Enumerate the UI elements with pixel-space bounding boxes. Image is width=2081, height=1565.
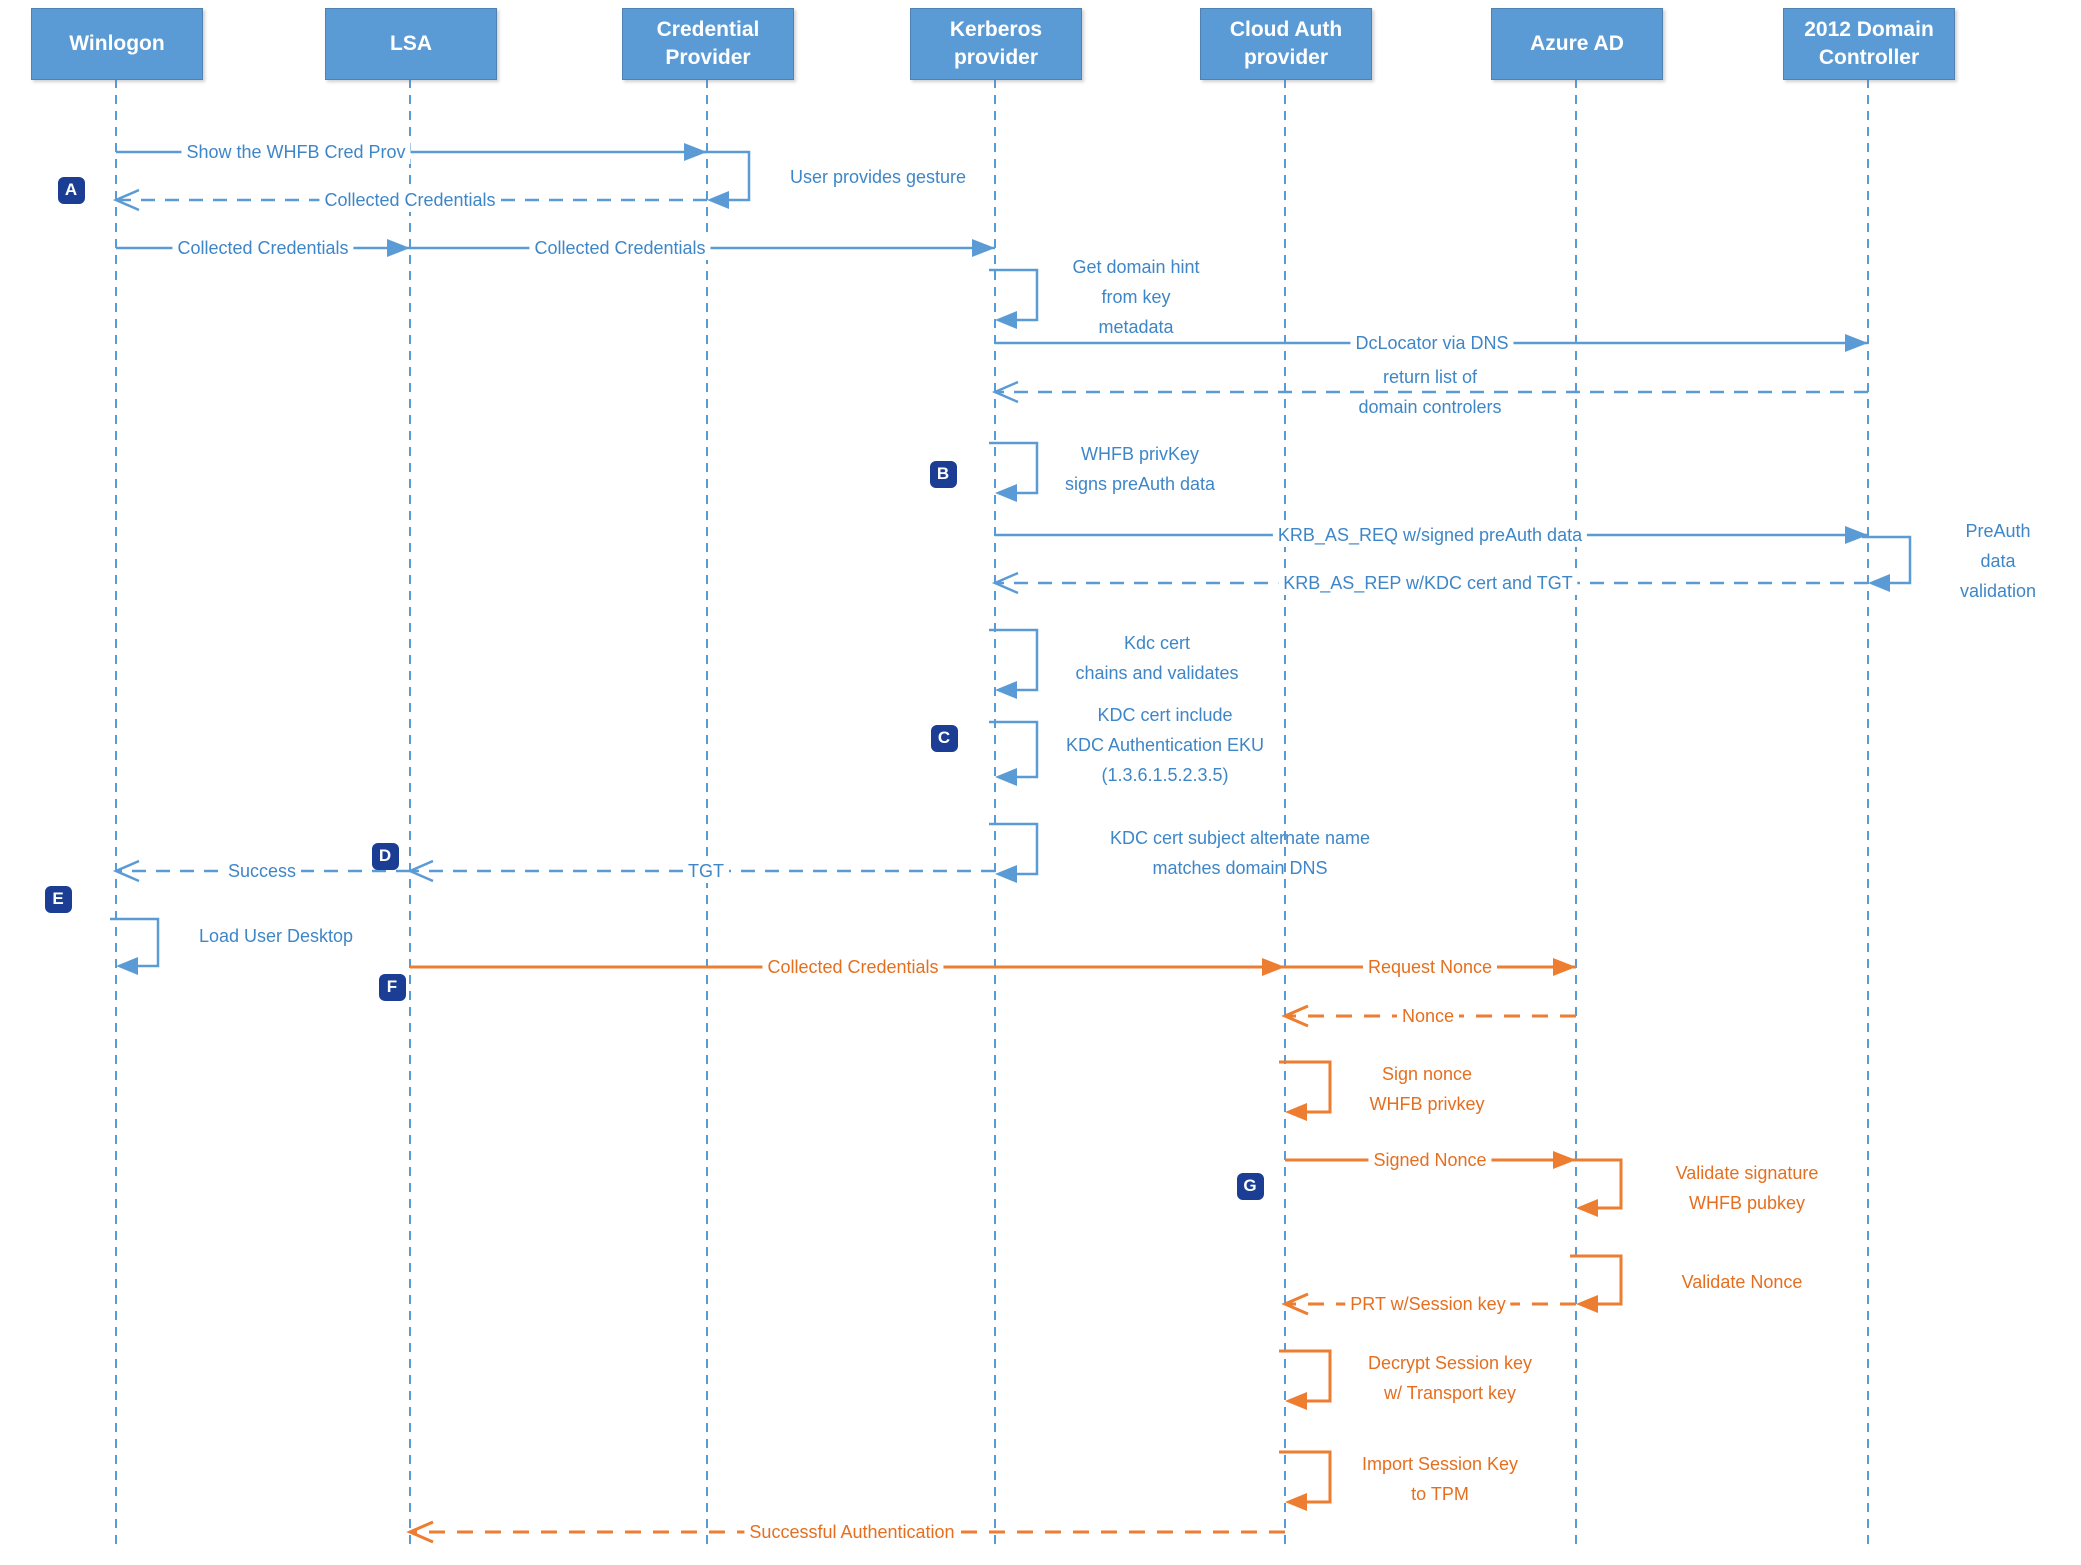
message-label-krb-as-rep-w-kdc-cert-and-tgt: KRB_AS_REP w/KDC cert and TGT (1278, 571, 1578, 595)
actor-cloud-auth-provider: Cloud Auth provider (1200, 8, 1372, 80)
actor-label: Azure AD (1530, 32, 1624, 55)
message-label-user-provides-gesture: User provides gesture (789, 167, 967, 187)
arrowhead-import-session-key-to-tpm (1285, 1493, 1307, 1511)
message-label-preauth-data-validation: PreAuth data validation (1959, 521, 2037, 601)
step-marker-G: G (1236, 1172, 1264, 1200)
step-marker-label: C (937, 728, 951, 747)
self-message-validate-nonce (1570, 1254, 1623, 1306)
message-label-load-user-desktop: Load User Desktop (198, 926, 354, 946)
message-label-nonce: Nonce (1396, 1004, 1460, 1028)
self-message-preauth-data-validation (1862, 535, 1912, 585)
message-label-sign-nonce-whfb-privkey: Sign nonce WHFB privkey (1369, 1064, 1485, 1114)
arrowhead-collected-credentials (972, 239, 995, 257)
arrowhead-kdc-cert-include-kdc-authentication-eku-1-3-6-1-5-2-3-5 (995, 768, 1017, 786)
message-label-request-nonce: Request Nonce (1362, 955, 1498, 979)
arrowhead-request-nonce (1553, 958, 1576, 976)
message-label-show-the-whfb-cred-prov: Show the WHFB Cred Prov (181, 140, 411, 164)
step-marker-B: B (929, 460, 957, 488)
step-marker-D: D (371, 842, 399, 870)
actor-2012-domain-controller: 2012 Domain Controller (1783, 8, 1955, 80)
message-label-collected-credentials: Collected Credentials (529, 236, 711, 260)
self-message-kdc-cert-include-kdc-authentication-eku-1-3-6-1-5-2-3-5 (989, 720, 1039, 779)
arrowhead-get-domain-hint-from-key-metadata (995, 311, 1017, 329)
message-label-signed-nonce: Signed Nonce (1368, 1148, 1492, 1172)
message-label-tgt: TGT (683, 859, 729, 883)
step-marker-label: B (936, 464, 950, 483)
message-label-kdc-cert-include-kdc-authentication-eku-1-3-6-1-5-2-3-5: KDC cert include KDC Authentication EKU … (1065, 705, 1265, 785)
actor-label: Kerberos provider (949, 18, 1043, 69)
actor-label: Winlogon (69, 32, 165, 55)
arrowhead-success (112, 859, 140, 883)
message-label-kdc-cert-subject-alternate-name-matches-domain-dns: KDC cert subject alternate name matches … (1109, 828, 1371, 878)
step-marker-E: E (44, 885, 72, 913)
self-message-sign-nonce-whfb-privkey (1279, 1060, 1332, 1114)
arrowhead-show-the-whfb-cred-prov (684, 143, 707, 161)
message-label-validate-signature-whfb-pubkey: Validate signature WHFB pubkey (1675, 1163, 1819, 1213)
message-label-dclocator-via-dns: DcLocator via DNS (1350, 331, 1514, 355)
step-marker-label: F (386, 977, 398, 996)
arrowhead-preauth-data-validation (1868, 574, 1890, 592)
message-label-return-list-of-domain-controlers: return list of domain controlers (1358, 367, 1502, 417)
message-label-decrypt-session-key-w-transport-key: Decrypt Session key w/ Transport key (1367, 1353, 1533, 1403)
actor-credential-provider: Credential Provider (622, 8, 794, 80)
arrowhead-collected-credentials (387, 239, 410, 257)
actor-azure-ad: Azure AD (1491, 8, 1663, 80)
step-marker-C: C (930, 724, 958, 752)
message-label-whfb-privkey-signs-preauth-data: WHFB privKey signs preAuth data (1064, 444, 1216, 494)
arrowhead-signed-nonce (1553, 1151, 1576, 1169)
step-marker-A: A (57, 176, 85, 204)
message-label-krb-as-req-w-signed-preauth-data: KRB_AS_REQ w/signed preAuth data (1272, 523, 1588, 547)
arrowhead-whfb-privkey-signs-preauth-data (995, 484, 1017, 502)
arrowhead-krb-as-req-w-signed-preauth-data (1845, 526, 1868, 544)
arrowhead-collected-credentials (112, 188, 140, 212)
arrowhead-prt-w-session-key (1281, 1292, 1309, 1316)
actor-label: LSA (390, 32, 432, 55)
arrowhead-collected-credentials (1262, 958, 1285, 976)
step-marker-label: D (378, 846, 392, 865)
actor-label: 2012 Domain Controller (1804, 18, 1934, 69)
arrowhead-load-user-desktop (116, 957, 138, 975)
arrowhead-nonce (1281, 1004, 1309, 1028)
step-marker-label: A (64, 180, 78, 199)
message-label-prt-w-session-key: PRT w/Session key (1345, 1292, 1511, 1316)
self-message-kdc-cert-chains-and-validates (989, 628, 1039, 692)
actor-winlogon: Winlogon (31, 8, 203, 80)
self-message-kdc-cert-subject-alternate-name-matches-domain-dns (989, 822, 1039, 876)
arrowhead-return-list-of-domain-controlers (991, 380, 1019, 404)
arrowhead-validate-nonce (1576, 1295, 1598, 1313)
self-message-import-session-key-to-tpm (1279, 1450, 1332, 1504)
self-message-load-user-desktop (110, 917, 160, 968)
arrowhead-kdc-cert-subject-alternate-name-matches-domain-dns (995, 865, 1017, 883)
arrowhead-krb-as-rep-w-kdc-cert-and-tgt (991, 571, 1019, 595)
actor-label: Cloud Auth provider (1229, 18, 1343, 69)
step-marker-F: F (378, 973, 406, 1001)
arrowhead-kdc-cert-chains-and-validates (995, 681, 1017, 699)
step-marker-label: G (1243, 1176, 1257, 1195)
arrowhead-decrypt-session-key-w-transport-key (1285, 1392, 1307, 1410)
self-message-user-provides-gesture (701, 150, 751, 202)
self-message-get-domain-hint-from-key-metadata (989, 268, 1039, 322)
self-message-whfb-privkey-signs-preauth-data (989, 441, 1039, 495)
message-label-import-session-key-to-tpm: Import Session Key to TPM (1361, 1454, 1519, 1504)
arrowhead-user-provides-gesture (707, 191, 729, 209)
arrowhead-sign-nonce-whfb-privkey (1285, 1103, 1307, 1121)
actor-label: Credential Provider (656, 18, 760, 69)
message-label-successful-authentication: Successful Authentication (744, 1520, 960, 1544)
message-label-validate-nonce: Validate Nonce (1681, 1272, 1803, 1292)
self-message-validate-signature-whfb-pubkey (1570, 1158, 1623, 1210)
step-marker-label: E (52, 889, 64, 908)
arrowhead-successful-authentication (406, 1520, 434, 1544)
message-label-collected-credentials: Collected Credentials (172, 236, 354, 260)
message-label-collected-credentials: Collected Credentials (762, 955, 944, 979)
arrowhead-validate-signature-whfb-pubkey (1576, 1199, 1598, 1217)
arrowhead-dclocator-via-dns (1845, 334, 1868, 352)
actor-kerberos-provider: Kerberos provider (910, 8, 1082, 80)
actor-lsa: LSA (325, 8, 497, 80)
message-label-get-domain-hint-from-key-metadata: Get domain hint from key metadata (1072, 257, 1200, 337)
self-message-decrypt-session-key-w-transport-key (1279, 1349, 1332, 1403)
message-label-success: Success (222, 859, 302, 883)
message-label-collected-credentials: Collected Credentials (319, 188, 501, 212)
message-label-kdc-cert-chains-and-validates: Kdc cert chains and validates (1075, 633, 1239, 683)
